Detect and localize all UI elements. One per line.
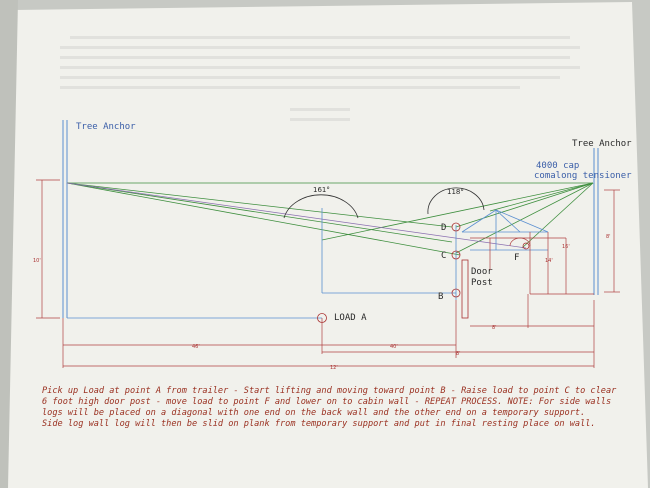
dim-mark-f: 14' bbox=[545, 258, 553, 264]
dim-mark-cabin: 16' bbox=[562, 244, 570, 250]
door-post-shape bbox=[461, 259, 469, 319]
note-line-2: 6 foot high door post - move load to poi… bbox=[42, 397, 611, 407]
point-b-marker bbox=[451, 288, 461, 298]
tensioner-label-line2: comalong tensioner bbox=[534, 171, 632, 181]
angle-left-label: 161° bbox=[313, 186, 330, 194]
cabin-frame-blue bbox=[461, 209, 549, 251]
point-f-marker bbox=[522, 242, 530, 250]
point-f-label: F bbox=[514, 253, 519, 263]
bleed-through-text bbox=[60, 36, 580, 121]
dim-mark-a: 46' bbox=[192, 344, 200, 350]
dim-mark-c: 8' bbox=[456, 351, 461, 357]
left-anchor-label: Tree Anchor bbox=[76, 122, 136, 132]
point-c-label: C bbox=[441, 251, 446, 261]
point-c-marker bbox=[451, 250, 461, 260]
dim-mark-left-height: 10' bbox=[33, 258, 41, 264]
angle-arc-left bbox=[283, 194, 359, 219]
right-anchor-label: Tree Anchor bbox=[572, 139, 632, 149]
door-post-label-line1: Door bbox=[471, 267, 493, 277]
load-a-label: LOAD A bbox=[334, 313, 367, 323]
dim-mark-right-height: 8' bbox=[606, 234, 611, 240]
paper bbox=[4, 2, 648, 488]
point-d-marker bbox=[451, 222, 461, 232]
dim-mark-total: 12' bbox=[330, 365, 338, 371]
left-tree-anchor: 10' bbox=[33, 120, 68, 319]
cable-line-purple bbox=[66, 182, 527, 249]
cable-lines-left bbox=[66, 182, 593, 256]
point-d-label: D bbox=[441, 223, 446, 233]
instruction-note: Pick up Load at point A from trailer - S… bbox=[42, 386, 617, 429]
note-line-3: logs will be placed on a diagonal with o… bbox=[42, 408, 585, 418]
cabin-frame-red bbox=[470, 232, 594, 295]
door-post-label-line2: Post bbox=[471, 278, 493, 288]
note-line-1: Pick up Load at point A from trailer - S… bbox=[42, 386, 617, 396]
dim-mark-b: 40' bbox=[390, 344, 398, 350]
dim-mark-d: 8' bbox=[492, 325, 497, 331]
paper-shadow-left bbox=[0, 0, 18, 488]
angle-right-label: 118° bbox=[447, 188, 464, 196]
right-tree-anchor: 8' bbox=[593, 148, 620, 295]
angle-arc-right bbox=[427, 187, 485, 215]
dimension-lines-bottom bbox=[62, 294, 595, 368]
point-b-label: B bbox=[438, 292, 443, 302]
note-line-4: Side log wall log will then be slid on p… bbox=[42, 419, 596, 429]
tensioner-label-line1: 4000 cap bbox=[536, 161, 579, 171]
